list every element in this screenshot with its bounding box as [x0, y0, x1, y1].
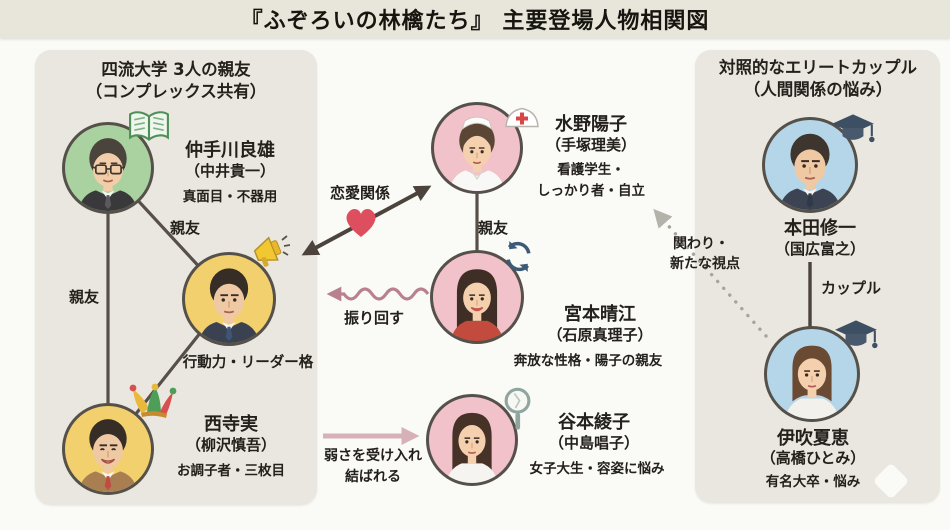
trait-nakategawa: 真面目・不器用 — [182, 189, 278, 205]
relation-label-accept-weakness-line2: 結ばれる — [345, 469, 401, 485]
actor-name-honda: （国広富之） — [774, 240, 866, 258]
relation-label-new-perspective-line1: 関わり・ — [673, 236, 729, 252]
trait-leader: 行動力・リーダー格 — [182, 355, 314, 371]
avatar-miyamoto — [430, 250, 524, 344]
hand-mirror-icon — [502, 386, 533, 438]
avatar-ibuki — [764, 326, 860, 422]
megaphone-icon — [250, 232, 291, 272]
relation-label-couple: カップル — [820, 279, 882, 297]
relation-label-accept-weakness-line1: 弱さを受け入れ — [324, 448, 422, 464]
trait-mizuno-line2: しっかり者・自立 — [537, 183, 645, 199]
trait-tanimoto: 女子大生・容姿に悩み — [529, 461, 665, 477]
actor-name-miyamoto: （石原真理子） — [547, 326, 653, 344]
relation-label-best-friend-mid: 親友 — [477, 219, 509, 237]
trait-mizuno-line1: 看護学生・ — [557, 162, 625, 178]
relation-label-toy-with: 振り回す — [343, 309, 405, 327]
actor-name-tanimoto: （中島唱子） — [548, 434, 640, 452]
title-bar: 『ふぞろいの林檎たち』 主要登場人物相関図 — [0, 0, 950, 38]
character-name-nishidera: 西寺実 — [204, 414, 258, 435]
relation-label-romance: 恋愛関係 — [329, 184, 391, 202]
character-name-mizuno: 水野陽子 — [555, 114, 627, 135]
graduation-cap-icon — [830, 112, 876, 152]
trait-miyamoto: 奔放な性格・陽子の親友 — [513, 353, 663, 369]
actor-name-nakategawa: （中井貴一） — [184, 162, 276, 180]
character-name-tanimoto: 谷本綾子 — [558, 412, 630, 433]
avatar-honda — [762, 117, 858, 213]
relation-label-best-friend-left: 親友 — [68, 288, 100, 306]
relation-label-best-friend-top: 親友 — [169, 219, 201, 237]
cycle-arrows-icon — [500, 238, 537, 279]
right-group-title-line1: 対照的なエリートカップル — [719, 58, 917, 77]
nurse-cap-icon — [502, 104, 542, 135]
character-name-honda: 本田修一 — [784, 218, 856, 239]
character-name-miyamoto: 宮本晴江 — [564, 304, 636, 325]
trait-ibuki: 有名大卒・悩み — [765, 474, 861, 490]
open-book-icon — [128, 110, 170, 148]
actor-name-nishidera: （柳沢慎吾） — [185, 436, 277, 454]
avatar-tanimoto — [426, 394, 518, 486]
avatar-nishidera — [62, 403, 154, 495]
actor-name-ibuki: （高橋ひとみ） — [760, 449, 866, 467]
avatar-leader — [182, 252, 276, 346]
heart-icon — [341, 204, 381, 244]
relation-label-new-perspective-line2: 新たな視点 — [670, 256, 740, 272]
character-name-ibuki: 伊吹夏恵 — [777, 428, 849, 449]
page-title: 『ふぞろいの林檎たち』 主要登場人物相関図 — [240, 9, 710, 34]
character-name-nakategawa: 仲手川良雄 — [185, 140, 275, 161]
right-group-title-line2: （人間関係の悩み） — [743, 80, 893, 99]
left-group-title-line1: 四流大学 3人の親友 — [101, 60, 251, 79]
left-group-title-line2: （コンプレックス共有） — [85, 82, 267, 101]
actor-name-mizuno: （手塚理美） — [545, 136, 637, 154]
avatar-nakategawa — [62, 122, 154, 214]
trait-nishidera: お調子者・三枚目 — [177, 463, 285, 479]
jester-hat-icon — [128, 382, 178, 424]
graduation-cap-icon — [833, 318, 879, 358]
